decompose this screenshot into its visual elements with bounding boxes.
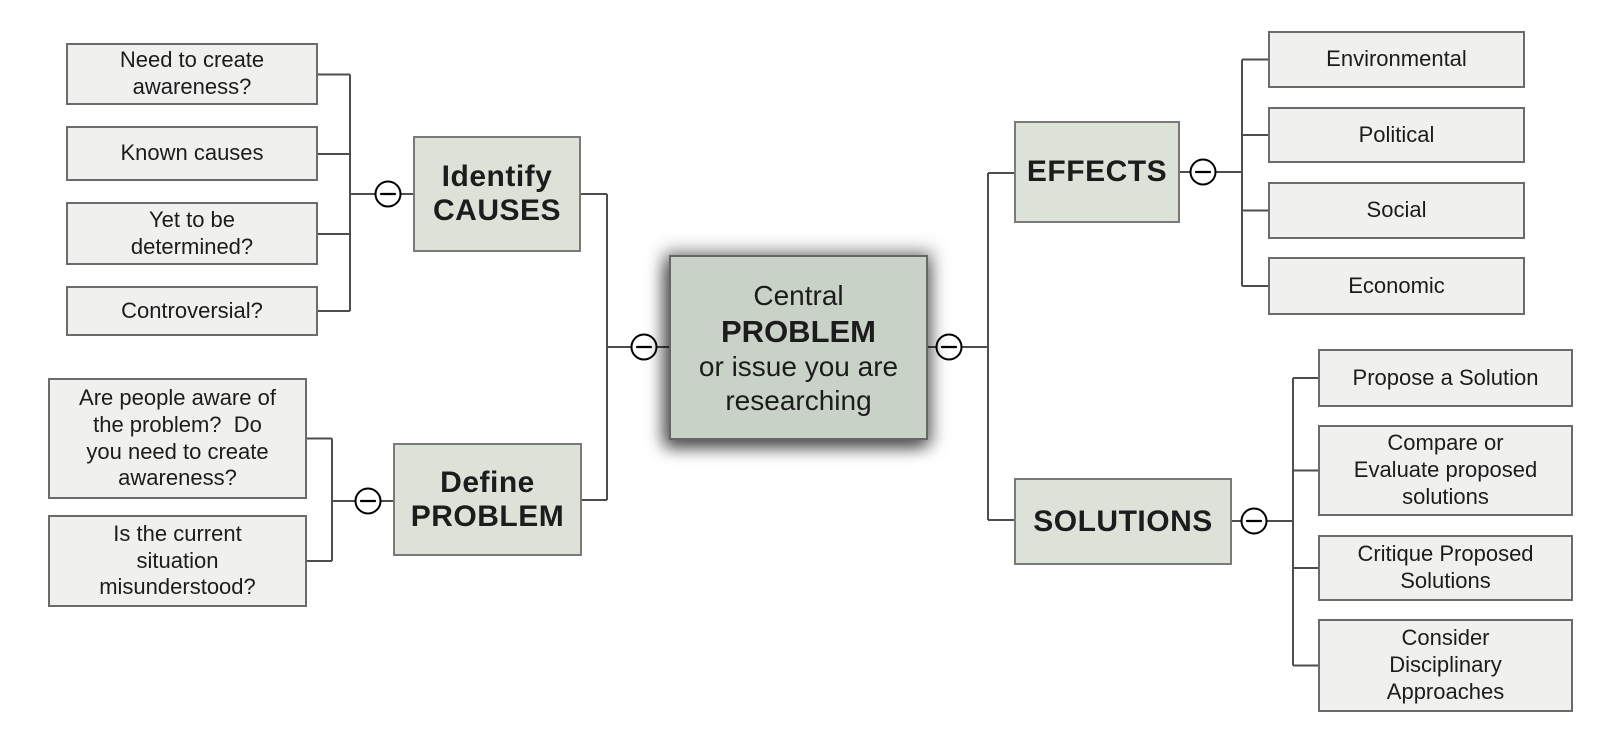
connector-left-trunk [581, 193, 669, 501]
minus-toggle-icon-central-left[interactable] [630, 333, 658, 361]
node-social[interactable]: Social [1268, 182, 1525, 239]
node-controversial[interactable]: Controversial? [66, 286, 318, 336]
minus-toggle-icon-central-right[interactable] [935, 333, 963, 361]
node-known-causes[interactable]: Known causes [66, 126, 318, 181]
node-identify-causes[interactable]: Identify CAUSES [413, 136, 581, 252]
minus-toggle-icon-define-problem[interactable] [354, 487, 382, 515]
minus-toggle-icon-causes[interactable] [374, 180, 402, 208]
connector-effects-group [1180, 58, 1268, 287]
node-political[interactable]: Political [1268, 107, 1525, 163]
node-disciplinary-approaches[interactable]: Consider Disciplinary Approaches [1318, 619, 1573, 712]
connector-define-group [307, 437, 393, 562]
minus-toggle-icon-effects[interactable] [1189, 158, 1217, 186]
node-critique-solutions[interactable]: Critique Proposed Solutions [1318, 535, 1573, 601]
node-yet-to-be-determined[interactable]: Yet to be determined? [66, 202, 318, 265]
node-define-problem[interactable]: Define PROBLEM [393, 443, 582, 556]
connector-right-trunk [928, 172, 1014, 521]
node-central-problem[interactable]: Central PROBLEM or issue you are researc… [669, 255, 928, 440]
node-environmental[interactable]: Environmental [1268, 31, 1525, 88]
node-situation-misunderstood[interactable]: Is the current situation misunderstood? [48, 515, 307, 607]
node-solutions[interactable]: SOLUTIONS [1014, 478, 1232, 565]
node-compare-evaluate-solutions[interactable]: Compare or Evaluate proposed solutions [1318, 425, 1573, 516]
node-people-aware[interactable]: Are people aware of the problem? Do you … [48, 378, 307, 499]
minus-toggle-icon-solutions[interactable] [1240, 507, 1268, 535]
connector-causes-group [318, 73, 413, 312]
node-economic[interactable]: Economic [1268, 257, 1525, 315]
node-propose-solution[interactable]: Propose a Solution [1318, 349, 1573, 407]
connector-solutions-group [1232, 377, 1318, 667]
node-need-awareness[interactable]: Need to create awareness? [66, 43, 318, 105]
node-effects[interactable]: EFFECTS [1014, 121, 1180, 223]
